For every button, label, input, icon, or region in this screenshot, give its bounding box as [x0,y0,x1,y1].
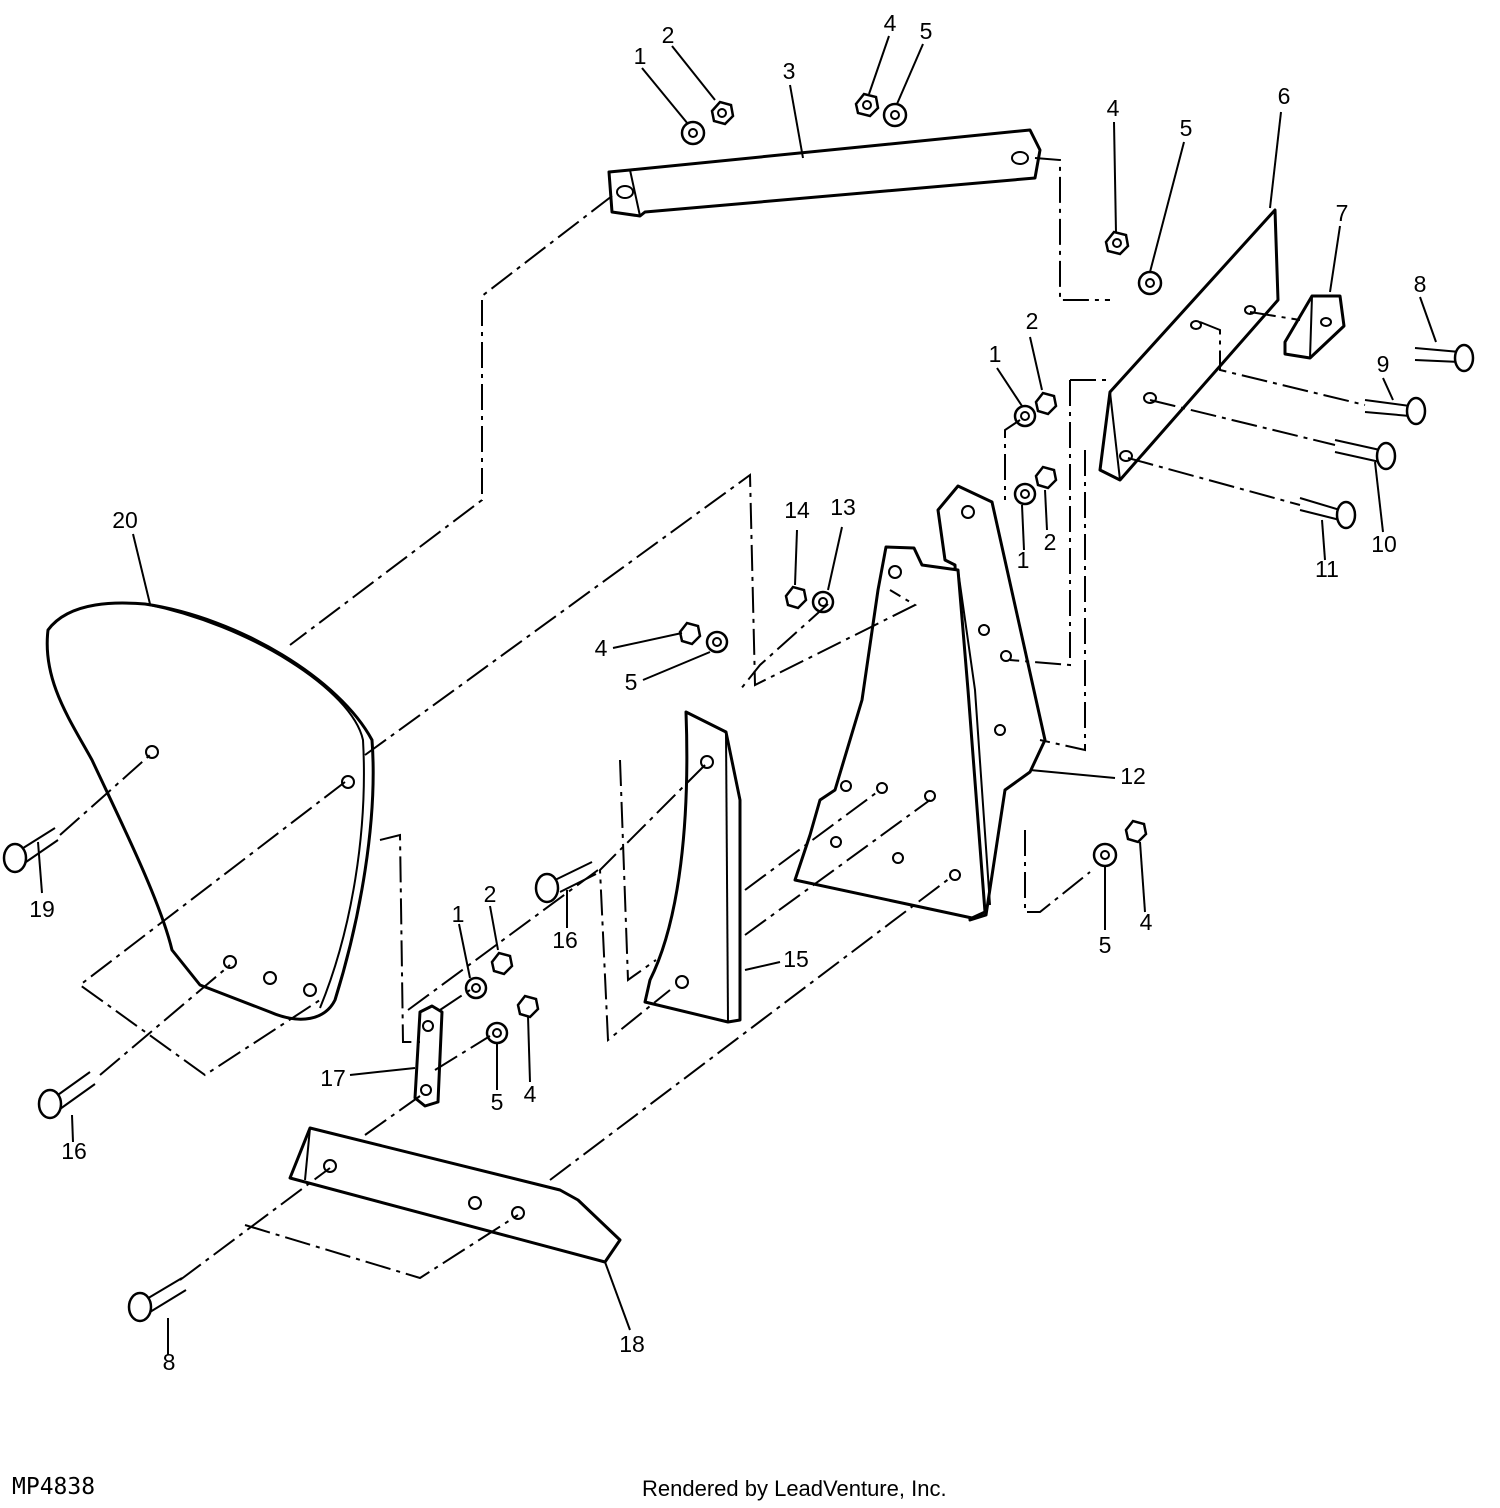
callout-13: 13 [830,494,856,520]
callout-2-top: 2 [662,22,675,48]
callout-18: 18 [619,1331,645,1357]
hardware [2,92,1475,1323]
callout-5-right: 5 [1180,115,1193,141]
callout-16-left: 16 [61,1138,87,1164]
callout-1-upper-right: 1 [989,341,1002,367]
callout-19: 19 [29,896,55,922]
callout-4-mid: 4 [595,635,608,661]
callout-20: 20 [112,507,138,533]
part-brace-bar [607,128,1042,218]
callout-16-mid: 16 [552,927,578,953]
part-frog [793,484,1047,922]
part-share [288,1126,622,1264]
figure-id: MP4838 [12,1474,96,1500]
callout-5-lower-left: 5 [491,1089,504,1115]
callout-6: 6 [1278,83,1291,109]
callout-8-right: 8 [1414,271,1427,297]
callout-1-lower-right: 1 [1017,547,1030,573]
part-clip [1283,294,1346,360]
part-strap [413,1004,444,1108]
callout-2-lower-left: 2 [484,881,497,907]
callout-17: 17 [320,1065,346,1091]
callout-4-right: 4 [1107,95,1120,121]
callout-labels: 1 2 3 4 5 4 5 6 4 5 7 8 9 1 2 1 2 10 11 … [29,10,1426,1375]
callout-1-top: 1 [634,43,647,69]
part-shin [643,710,742,1024]
callout-2-lower-right: 2 [1044,529,1057,555]
callout-4-lower-left: 4 [524,1081,537,1107]
callout-11: 11 [1315,556,1339,582]
callout-14: 14 [784,497,810,523]
callout-8-bottom: 8 [163,1349,176,1375]
assembly-lines [59,157,1366,1281]
callout-7: 7 [1336,200,1349,226]
callout-4-lower-right: 4 [1140,909,1153,935]
render-credit: Rendered by LeadVenture, Inc. [642,1476,947,1501]
callout-15: 15 [783,946,809,972]
part-mounting-plate [1098,208,1280,482]
callout-9: 9 [1377,351,1390,377]
leader-lines [37,35,1437,1355]
part-moldboard [45,601,375,1021]
callout-1-lower-left: 1 [452,901,465,927]
callout-4-top: 4 [884,10,897,36]
callout-3: 3 [783,58,796,84]
callout-10: 10 [1371,531,1397,557]
callout-12: 12 [1120,763,1146,789]
callout-5-top: 5 [920,18,933,44]
callout-5-mid: 5 [625,669,638,695]
callout-2-upper-right: 2 [1026,308,1039,334]
callout-5-lower-right: 5 [1099,932,1112,958]
